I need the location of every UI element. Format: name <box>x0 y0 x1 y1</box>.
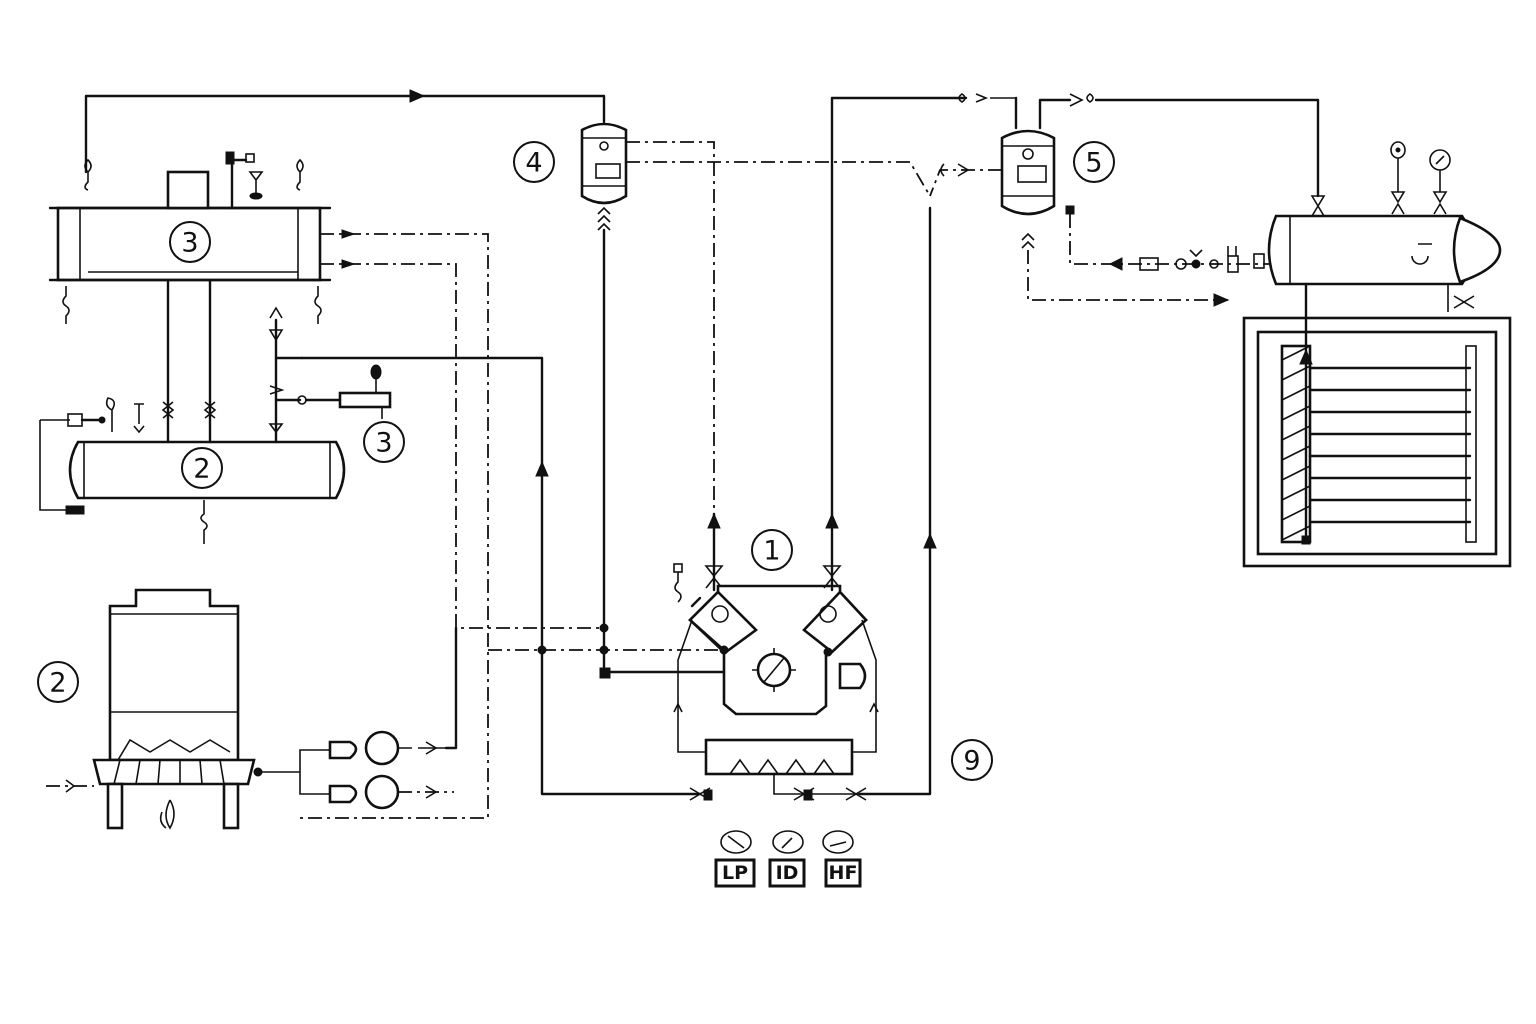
liquid-arrow-up <box>535 460 549 477</box>
receiver-fittings <box>39 397 208 544</box>
receiver-inlet-valves <box>161 401 217 419</box>
cooling-tower <box>92 588 256 830</box>
oil-separator-left <box>580 122 628 231</box>
gauge-label-id: ID <box>768 858 806 888</box>
return-line-9 <box>858 206 932 796</box>
shell-condenser <box>48 170 332 282</box>
svg-text:3: 3 <box>375 428 392 459</box>
oil-cooler-manifold <box>704 738 860 795</box>
callout-return-line: 9 <box>951 739 993 781</box>
top-line-arrow <box>409 89 426 103</box>
evaporator-coil-box <box>1242 282 1512 568</box>
svg-text:HF: HF <box>829 862 858 884</box>
makeup-water-inlet <box>46 779 94 793</box>
separator5-to-evaporator <box>1027 250 1228 301</box>
gauge-dial-hf <box>822 830 854 854</box>
callout-receiver: 2 <box>181 447 223 489</box>
oil-separator-right <box>1000 129 1075 249</box>
charging-line <box>268 306 392 444</box>
svg-text:1: 1 <box>763 536 780 567</box>
condenser-relief-valve <box>225 151 264 210</box>
condenser-water-return <box>300 233 489 819</box>
callout-filter-drier: 3 <box>363 421 405 463</box>
svg-text:4: 4 <box>525 148 542 179</box>
gauge-label-lp: LP <box>714 858 756 888</box>
gauge-label-hf: HF <box>824 858 862 888</box>
separator5-outlet <box>1038 98 1072 130</box>
evaporator-oil-return <box>1069 214 1300 265</box>
evaporator-drum <box>1267 214 1502 312</box>
compressor <box>688 584 868 716</box>
compressor-discharge-riser <box>830 96 968 592</box>
svg-text:9: 9 <box>963 746 980 777</box>
callout-condenser: 3 <box>169 221 211 263</box>
condenser-water-supply <box>320 263 606 629</box>
pump-discharge-line <box>444 626 458 750</box>
compressor-pressure-switch <box>673 563 702 608</box>
svg-text:2: 2 <box>49 668 66 699</box>
separator5-oil-return <box>929 169 1002 197</box>
cooling-water-pumps <box>253 730 454 810</box>
top-discharge-line <box>84 94 606 174</box>
callout-separator-left: 4 <box>513 141 555 183</box>
svg-text:2: 2 <box>193 454 210 485</box>
gauge-dial-id <box>772 830 804 854</box>
to-evaporator-top <box>1094 98 1320 198</box>
callout-separator-right: 5 <box>1073 141 1115 183</box>
callout-compressor: 1 <box>751 529 793 571</box>
liquid-line-left <box>300 356 702 796</box>
svg-text:5: 5 <box>1085 148 1102 179</box>
bottom-valves <box>689 787 867 801</box>
callout-cooling-tower: 2 <box>37 661 79 703</box>
compressor-frame <box>677 619 877 753</box>
evaporator-return-valves <box>1139 246 1265 273</box>
gauge-dial-lp <box>720 830 752 854</box>
riser-check-valves <box>958 93 1016 103</box>
separator4-to-manifold <box>626 161 931 197</box>
svg-text:ID: ID <box>776 862 799 884</box>
svg-text:LP: LP <box>722 862 748 884</box>
supply-arrow <box>341 229 356 269</box>
separator4-oil-line <box>626 141 715 578</box>
evaporator-top-gauges <box>1390 141 1451 215</box>
svg-text:3: 3 <box>181 228 198 259</box>
